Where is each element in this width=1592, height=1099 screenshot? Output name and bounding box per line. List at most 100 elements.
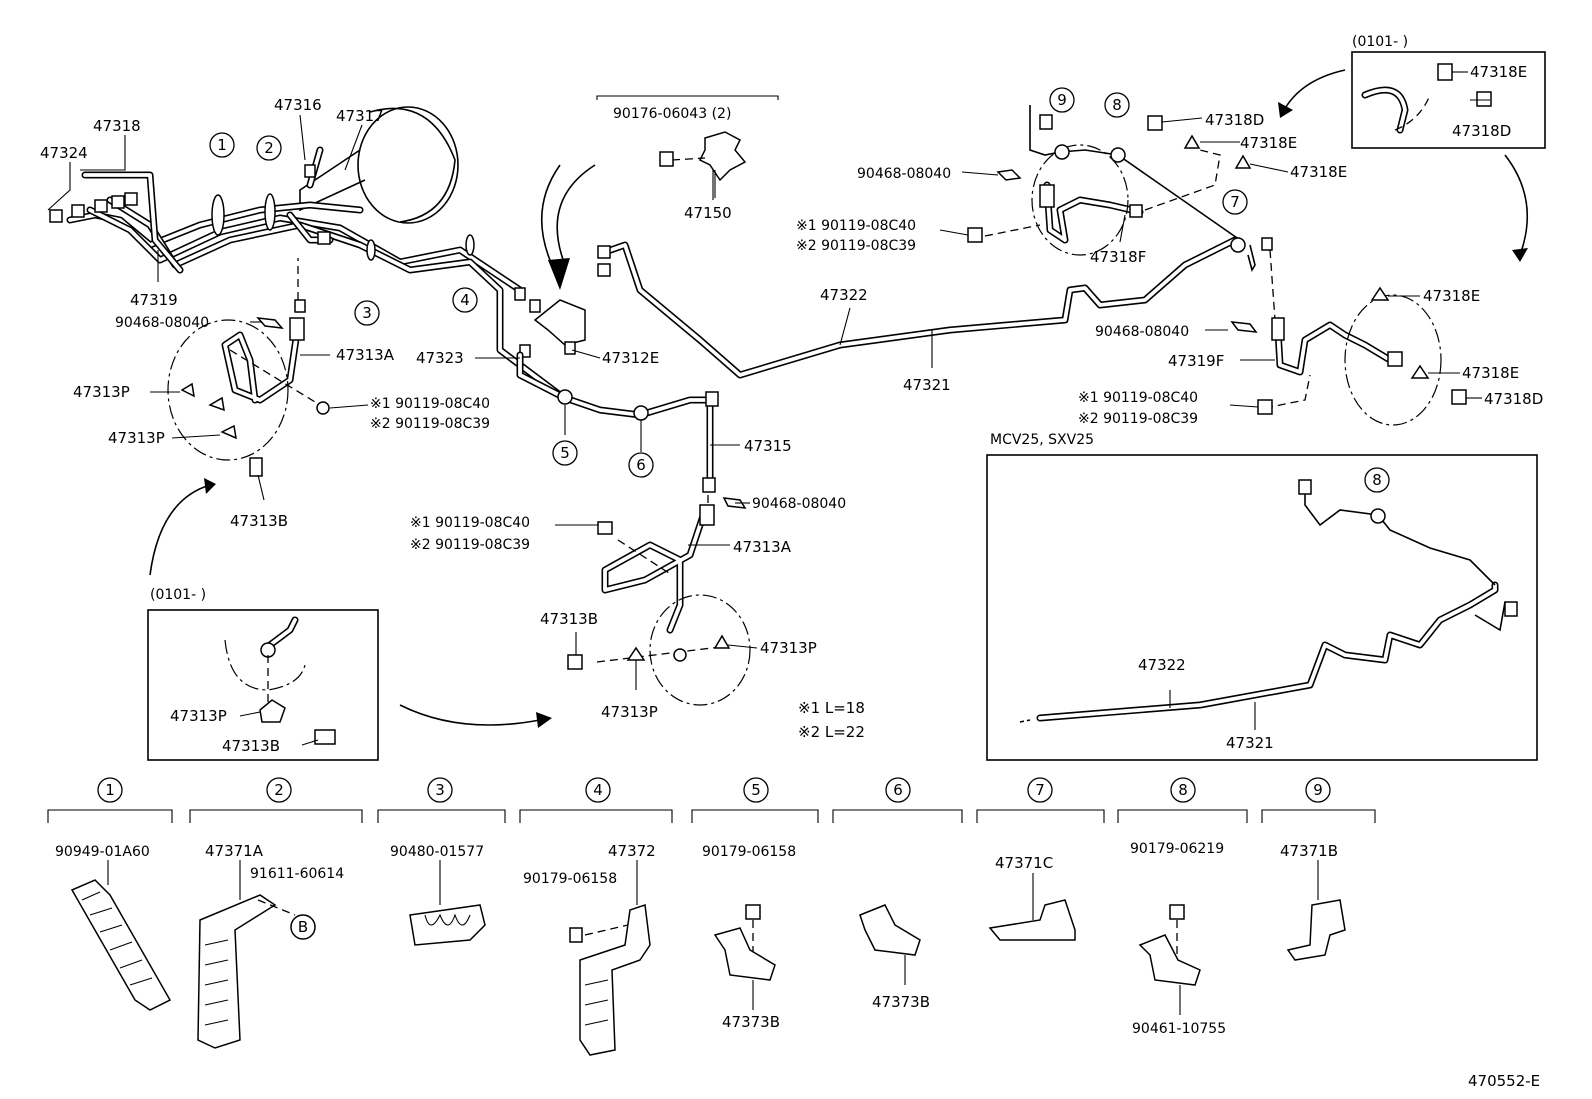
svg-text:6: 6 xyxy=(636,456,646,474)
label-90468-a: 90468-08040 xyxy=(115,315,209,331)
label-47318F: 47318F xyxy=(1090,248,1146,266)
part-labels: 47318 47324 47316 4 7 3 1 7 47319 90468-0804… xyxy=(40,34,1543,1090)
clamp8-bolt: 90179-06219 xyxy=(1130,841,1224,857)
label-47316: 47316 xyxy=(274,96,322,114)
label-47319F: 47319F xyxy=(1168,352,1224,370)
callout-8-row: 8 xyxy=(1170,777,1196,803)
clamp2-part: 47371A xyxy=(205,842,264,860)
label-90176: 90176-06043 (2) xyxy=(613,106,731,122)
inset-47322: 47322 xyxy=(1138,656,1186,674)
svg-text:4: 4 xyxy=(460,291,470,309)
label-90468-c: 90468-08040 xyxy=(857,166,951,182)
left-flex-hose xyxy=(167,258,330,477)
label-47318E-d: 47318E xyxy=(1462,364,1519,382)
label-47312E: 47312E xyxy=(602,349,659,367)
clamp1-part: 90949-01A60 xyxy=(55,844,150,860)
label-47323: 47323 xyxy=(416,349,464,367)
clamp2-b: B xyxy=(298,918,308,936)
callout-6: 6 xyxy=(628,452,654,478)
label-90468-d: 90468-08040 xyxy=(1095,324,1189,340)
callout-8-diagram: 8 xyxy=(1104,92,1130,118)
svg-text:5: 5 xyxy=(751,781,761,799)
clamp4-bolt: 90179-06158 xyxy=(523,871,617,887)
inset-tr-47318E: 47318E xyxy=(1470,63,1527,81)
right-upper-assembly xyxy=(967,105,1273,273)
svg-text:3: 3 xyxy=(362,304,372,322)
inset-bl-date: (0101- ) xyxy=(150,587,206,603)
label-s2-b: ※2 90119-08C39 xyxy=(410,537,530,553)
figure-id: 470552-E xyxy=(1468,1072,1540,1090)
svg-text:3: 3 xyxy=(435,781,445,799)
callout-7-row: 7 xyxy=(1027,777,1053,803)
label-47315: 47315 xyxy=(744,437,792,455)
label-47313A-a: 47313A xyxy=(336,346,395,364)
svg-text:4: 4 xyxy=(593,781,603,799)
label-47318E-a: 47318E xyxy=(1240,134,1297,152)
svg-text:2: 2 xyxy=(274,781,284,799)
callout-9-diagram: 9 xyxy=(1049,87,1075,113)
clamp-row xyxy=(47,809,1376,1056)
callout-3: 3 xyxy=(354,300,380,326)
callout-4-row: 4 xyxy=(585,777,611,803)
svg-text:2: 2 xyxy=(264,139,274,157)
callout-7-diagram: 7 xyxy=(1222,189,1248,215)
svg-text:7: 7 xyxy=(1230,193,1240,211)
inset-bottom-left xyxy=(147,478,552,761)
callout-1: 1 xyxy=(209,132,235,158)
inset-47321: 47321 xyxy=(1226,734,1274,752)
label-s1-c: ※1 90119-08C40 xyxy=(796,218,916,234)
label-47324: 47324 xyxy=(40,144,88,162)
inset-bl-47313B: 47313B xyxy=(222,737,280,755)
label-47318: 47318 xyxy=(93,117,141,135)
svg-text:5: 5 xyxy=(560,444,570,462)
label-90468-b: 90468-08040 xyxy=(752,496,846,512)
callout-9-row: 9 xyxy=(1305,777,1331,803)
label-s2-d: ※2 90119-08C39 xyxy=(1078,411,1198,427)
label-47313A-b: 47313A xyxy=(733,538,792,556)
label-47319: 47319 xyxy=(130,291,178,309)
left-fittings xyxy=(49,164,541,313)
clamp2-bolt: 91611-60614 xyxy=(250,866,344,882)
center-bracket xyxy=(516,299,719,493)
label-47322: 47322 xyxy=(820,286,868,304)
clamp8-nut: 90461-10755 xyxy=(1132,1021,1226,1037)
label-s2-c: ※2 90119-08C39 xyxy=(796,238,916,254)
label-47318D-b: 47318D xyxy=(1484,390,1543,408)
clamp5-bolt: 90179-06158 xyxy=(702,844,796,860)
clamp6-part: 47373B xyxy=(872,993,930,1011)
label-47318E-c: 47318E xyxy=(1423,287,1480,305)
brake-booster xyxy=(299,106,459,224)
label-47318D-a: 47318D xyxy=(1205,111,1264,129)
label-47313B-b: 47313B xyxy=(540,610,598,628)
svg-text:6: 6 xyxy=(893,781,903,799)
rear-brake-lines xyxy=(597,236,1239,379)
clamp4-part: 47372 xyxy=(608,842,656,860)
svg-text:1: 1 xyxy=(217,136,227,154)
inset-bl-47313P: 47313P xyxy=(170,707,227,725)
label-47150: 47150 xyxy=(684,204,732,222)
svg-text:9: 9 xyxy=(1313,781,1323,799)
label-47313P-d: 47313P xyxy=(601,703,658,721)
svg-text:8: 8 xyxy=(1372,471,1382,489)
label-s1-d: ※1 90119-08C40 xyxy=(1078,390,1198,406)
label-47313P-a: 47313P xyxy=(73,383,130,401)
callout-2-row: 2 xyxy=(266,777,292,803)
label-47313P-b: 47313P xyxy=(108,429,165,447)
callout-3-row: 3 xyxy=(427,777,453,803)
inset-tr-47318D: 47318D xyxy=(1452,122,1511,140)
right-flex-hose xyxy=(1230,249,1467,426)
inset-model: MCV25, SXV25 xyxy=(990,432,1094,448)
svg-text:9: 9 xyxy=(1057,91,1067,109)
svg-text:8: 8 xyxy=(1178,781,1188,799)
label-s1-b: ※1 90119-08C40 xyxy=(410,515,530,531)
callout-1-row: 1 xyxy=(97,777,123,803)
svg-text:8: 8 xyxy=(1112,96,1122,114)
label-47321: 47321 xyxy=(903,376,951,394)
label-s1-a: ※1 90119-08C40 xyxy=(370,396,490,412)
label-47313B-a: 47313B xyxy=(230,512,288,530)
center-flex-hose xyxy=(567,495,751,706)
callout-6-row: 6 xyxy=(885,777,911,803)
svg-text:1: 1 xyxy=(105,781,115,799)
callout-4: 4 xyxy=(452,287,478,313)
